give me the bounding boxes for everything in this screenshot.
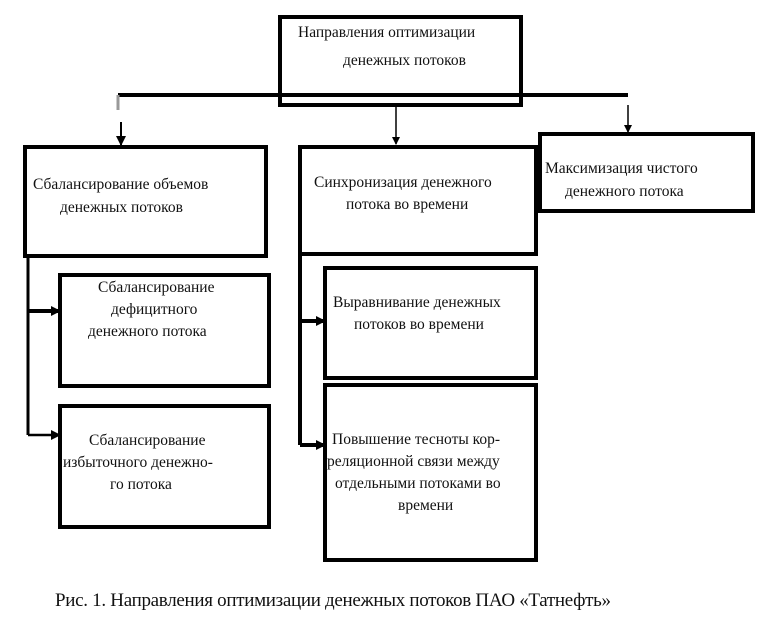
child-1-1-line-2: дефицитного xyxy=(111,301,198,318)
branch-3-line-1: Максимизация чистого xyxy=(545,160,698,177)
branch-1-line-2: денежных потоков xyxy=(60,199,183,216)
child-node-flow-alignment xyxy=(323,266,538,380)
branch-node-balancing-volumes xyxy=(23,145,268,258)
child-1-2-line-2: избыточного денежно- xyxy=(63,454,213,471)
child-2-2-line-4: времени xyxy=(398,497,454,514)
figure-caption: Рис. 1. Направления оптимизации денежных… xyxy=(55,590,611,611)
child-node-deficit-flow xyxy=(58,273,271,388)
root-node-line-1: Направления оптимизации xyxy=(298,24,476,41)
child-1-1-line-3: денежного потока xyxy=(88,323,207,340)
child-2-2-line-3: отдельными потоками во xyxy=(335,475,501,492)
child-2-2-line-1: Повышение тесноты кор- xyxy=(332,431,501,448)
branch-1-line-1: Сбалансирование объемов xyxy=(33,176,209,193)
root-node-line-2: денежных потоков xyxy=(343,52,466,69)
branch-node-synchronization xyxy=(298,145,538,256)
child-1-2-line-1: Сбалансирование xyxy=(89,432,206,449)
child-node-correlation xyxy=(323,383,538,562)
branch-2-line-1: Синхронизация денежного xyxy=(314,174,492,191)
branch-node-maximization xyxy=(538,132,755,213)
branch-2-line-2: потока во времени xyxy=(346,196,469,213)
child-1-2-line-3: го потока xyxy=(110,476,172,493)
child-2-1-line-1: Выравнивание денежных xyxy=(333,294,501,311)
child-2-1-line-2: потоков во времени xyxy=(354,316,484,333)
root-node xyxy=(278,15,523,107)
child-2-2-line-2: реляционной связи между xyxy=(327,453,500,470)
child-1-1-line-1: Сбалансирование xyxy=(98,279,215,296)
child-node-surplus-flow xyxy=(58,404,271,529)
branch-3-line-2: денежного потока xyxy=(565,183,684,200)
